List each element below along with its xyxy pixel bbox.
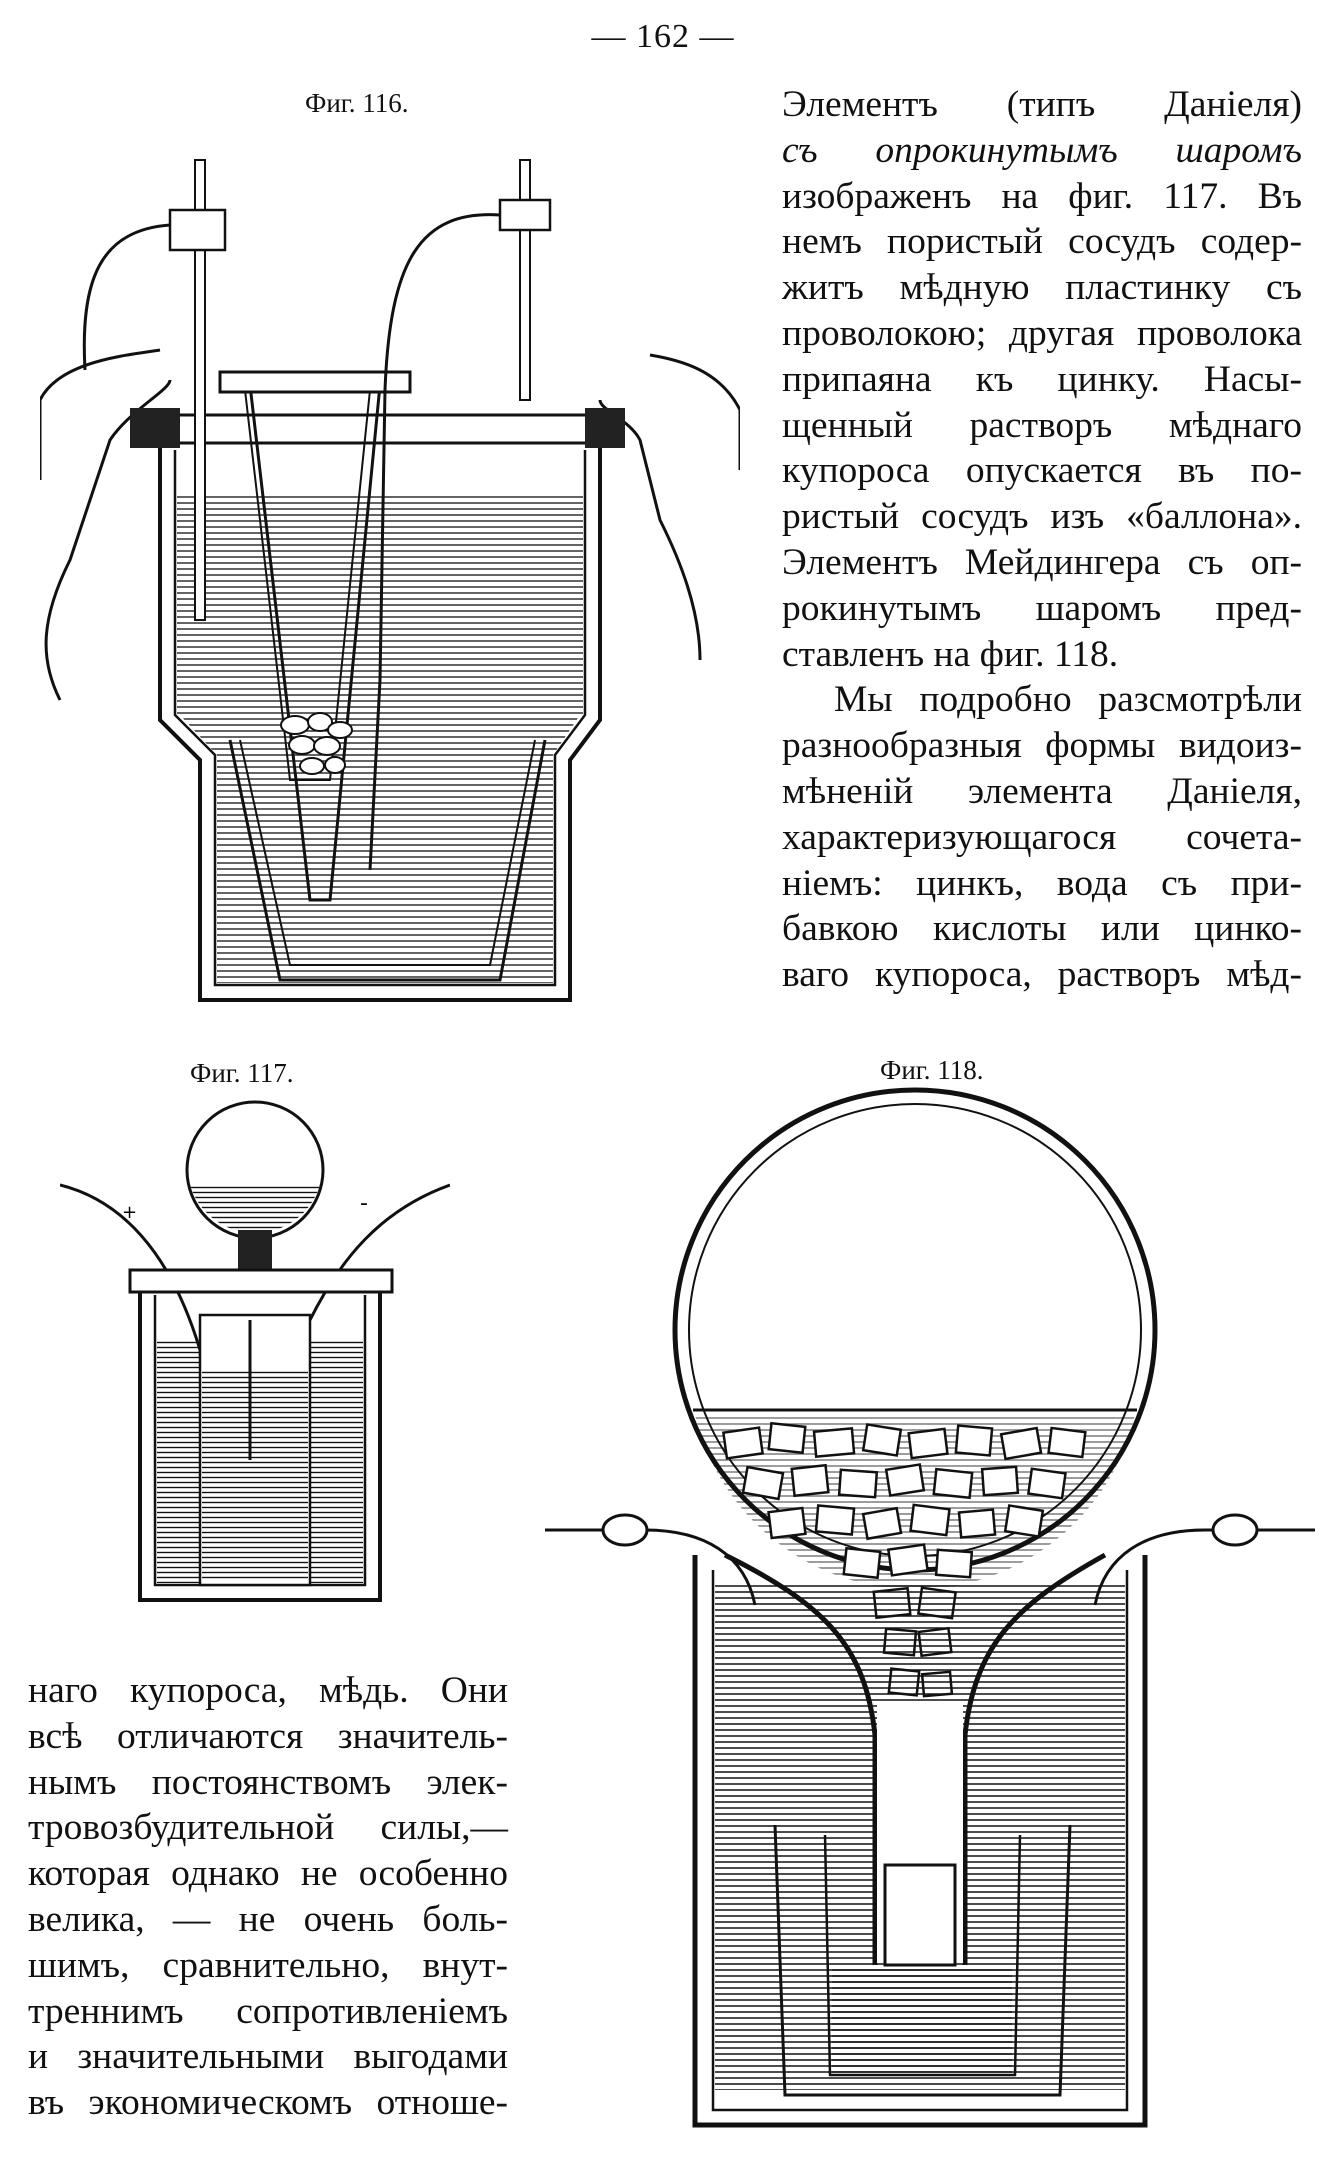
text-line: разнообразныя формы видоиз- xyxy=(782,725,1302,767)
figure-118-caption: Фиг. 118. xyxy=(880,1055,984,1085)
text-line: Элементъ (типъ Даніеля) xyxy=(782,84,1302,125)
text-line: ставленъ на фиг. 118. xyxy=(782,633,1119,675)
text-line: ристый сосудъ изъ «баллона». xyxy=(782,496,1302,538)
figure-117-caption: Фиг. 117. xyxy=(190,1058,294,1088)
text-line: Мы подробно разсмотрѣли xyxy=(834,679,1302,721)
figure-116-illustration xyxy=(40,159,740,1002)
text-line: Элементъ Мейдингера съ оп- xyxy=(782,541,1302,583)
bottom-column-text: наго купороса, мѣдь. Они всѣ отличаются … xyxy=(28,1668,508,2126)
text-line: съ опрокинутымъ шаромъ xyxy=(782,128,1302,174)
text-line: щенный растворъ мѣднаго xyxy=(782,404,1302,446)
text-line: тровозбудительной силы,— xyxy=(28,1807,508,1849)
plus-sign: + xyxy=(122,1202,137,1223)
minus-sign: - xyxy=(360,1191,368,1216)
text-line: ваго купороса, растворъ мѣд- xyxy=(782,954,1302,996)
text-line: въ экономическомъ отноше- xyxy=(28,2082,508,2124)
italic-phrase: съ опрокинутымъ шаромъ xyxy=(782,129,1302,171)
text-line: всѣ отличаются значитель- xyxy=(28,1715,508,1757)
figure-116-caption: Фиг. 116. xyxy=(305,88,409,118)
text-line: шимъ, сравнительно, внут- xyxy=(28,1944,508,1986)
text-line: ніемъ: цинкъ, вода съ при- xyxy=(782,862,1302,904)
page-number: — 162 — xyxy=(591,18,735,55)
text-line: мѣненій элемента Даніеля, xyxy=(782,770,1302,812)
text-line: бавкою кислоты или цинко- xyxy=(782,908,1302,950)
text-line: немъ пористый сосудъ содер- xyxy=(782,221,1302,263)
text-line: изображенъ на фиг. 117. Въ xyxy=(782,175,1302,217)
text-line: нымъ постоянствомъ элек- xyxy=(28,1761,508,1803)
text-line: купороса опускается въ по- xyxy=(782,450,1302,492)
text-line: которая однако не особенно xyxy=(28,1853,508,1895)
figure-118-illustration xyxy=(545,1087,1315,2128)
figure-117-illustration: + - xyxy=(60,1100,450,1602)
right-column-text: Элементъ (типъ Даніеля) съ опрокинутымъ … xyxy=(782,82,1302,998)
text-line: треннимъ сопротивленіемъ xyxy=(28,1990,508,2032)
text-line: характеризующагося сочета- xyxy=(782,816,1302,858)
text-line: и значительными выгодами xyxy=(28,2036,508,2078)
text-line: проволокою; другая проволока xyxy=(782,312,1302,354)
text-line: рокинутымъ шаромъ пред- xyxy=(782,587,1302,629)
text-line: припаяна къ цинку. Насы- xyxy=(782,358,1302,400)
text-line: наго купороса, мѣдь. Они xyxy=(28,1670,508,1711)
text-line: велика, — не очень боль- xyxy=(28,1898,508,1940)
text-line: житъ мѣдную пластинку съ xyxy=(782,267,1302,309)
